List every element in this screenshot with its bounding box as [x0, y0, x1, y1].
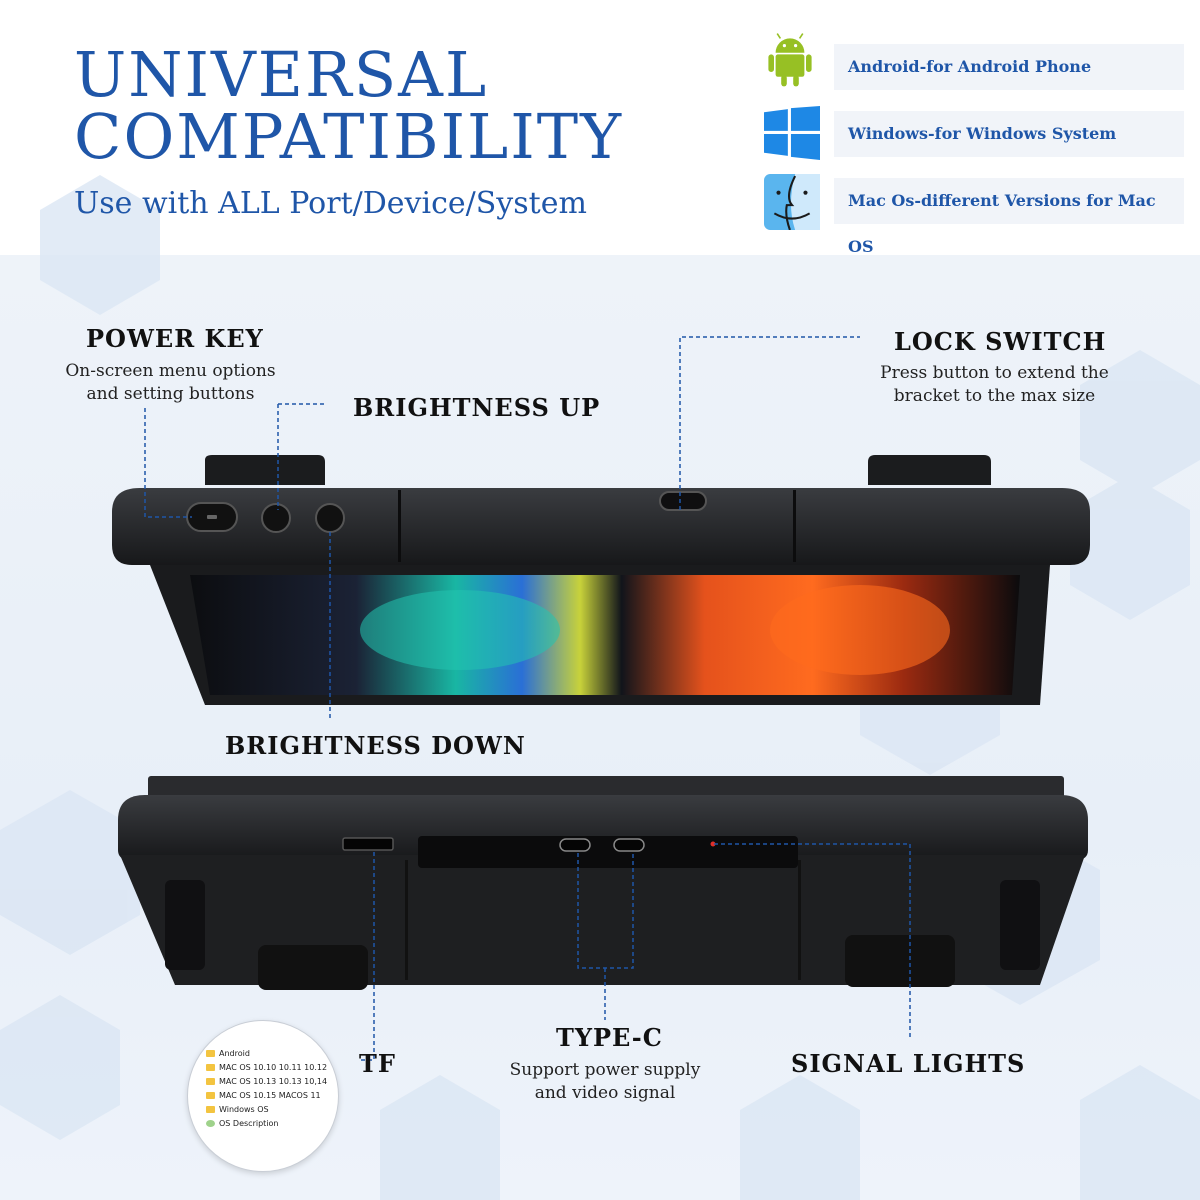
leader-lines: [144, 336, 911, 1061]
type-c-port-1[interactable]: [559, 838, 591, 852]
tf-card-slot[interactable]: [342, 837, 394, 851]
lock-switch-desc-line-2: bracket to the max size: [893, 386, 1096, 406]
type-c-description: Support power supply and video signal: [500, 1059, 710, 1105]
power-key-desc-line-1: On-screen menu options: [65, 361, 276, 381]
type-c-title: TYPE-C: [556, 1023, 663, 1052]
brightness-down-title: BRIGHTNESS DOWN: [225, 731, 526, 760]
brightness-up-button[interactable]: [261, 503, 291, 533]
type-c-desc-line-2: and video signal: [534, 1083, 676, 1103]
windows-label: Windows-for Windows System: [834, 111, 1184, 157]
brightness-down-button[interactable]: [315, 503, 345, 533]
lock-switch-button[interactable]: [659, 491, 707, 511]
os-row-windows: Windows-for Windows System: [762, 106, 1184, 160]
signal-lights-title: SIGNAL LIGHTS: [791, 1049, 1026, 1078]
folder-icon: [206, 1092, 215, 1099]
monitor-top-view: [112, 455, 1090, 705]
document-item: OS Description: [206, 1117, 327, 1131]
tf-folder-list: Android MAC OS 10.10 10.11 10.12 MAC OS …: [206, 1047, 327, 1131]
page-subtitle: Use with ALL Port/Device/System: [74, 186, 587, 221]
finder-icon: [764, 174, 820, 230]
type-c-desc-line-1: Support power supply: [509, 1060, 701, 1080]
monitor-bottom-view: [118, 776, 1088, 990]
tf-card-contents-preview: Android MAC OS 10.10 10.11 10.12 MAC OS …: [187, 1020, 339, 1172]
document-icon: [206, 1120, 215, 1127]
folder-icon: [206, 1106, 215, 1113]
folder-item: MAC OS 10.10 10.11 10.12: [206, 1061, 327, 1075]
folder-icon: [206, 1050, 215, 1057]
os-row-android: Android-for Android Phone: [762, 33, 1184, 90]
tf-title: TF: [359, 1049, 396, 1078]
power-key-title: POWER KEY: [86, 324, 264, 353]
android-icon: [768, 33, 812, 87]
title-line-1: UNIVERSAL: [74, 38, 489, 111]
android-label: Android-for Android Phone: [834, 44, 1184, 90]
folder-icon: [206, 1064, 215, 1071]
title-line-2: COMPATIBILITY: [74, 100, 624, 173]
mac-label: Mac Os-different Versions for Mac OS: [834, 178, 1184, 256]
power-key-description: On-screen menu options and setting butto…: [48, 360, 293, 406]
windows-icon: [764, 106, 820, 160]
lock-switch-desc-line-1: Press button to extend the: [880, 363, 1109, 383]
page-title: UNIVERSAL COMPATIBILITY: [74, 44, 623, 168]
folder-item: Android: [206, 1047, 327, 1061]
folder-item: MAC OS 10.15 MACOS 11: [206, 1089, 327, 1103]
signal-light: [710, 841, 716, 847]
folder-icon: [206, 1078, 215, 1085]
brightness-up-title: BRIGHTNESS UP: [353, 393, 601, 422]
os-row-mac: Mac Os-different Versions for Mac OS: [762, 174, 1184, 256]
lock-switch-description: Press button to extend the bracket to th…: [862, 362, 1127, 408]
lock-switch-title: LOCK SWITCH: [894, 327, 1107, 356]
folder-item: Windows OS: [206, 1103, 327, 1117]
power-key-desc-line-2: and setting buttons: [86, 384, 255, 404]
type-c-port-2[interactable]: [613, 838, 645, 852]
folder-item: MAC OS 10.13 10.13 10,14: [206, 1075, 327, 1089]
